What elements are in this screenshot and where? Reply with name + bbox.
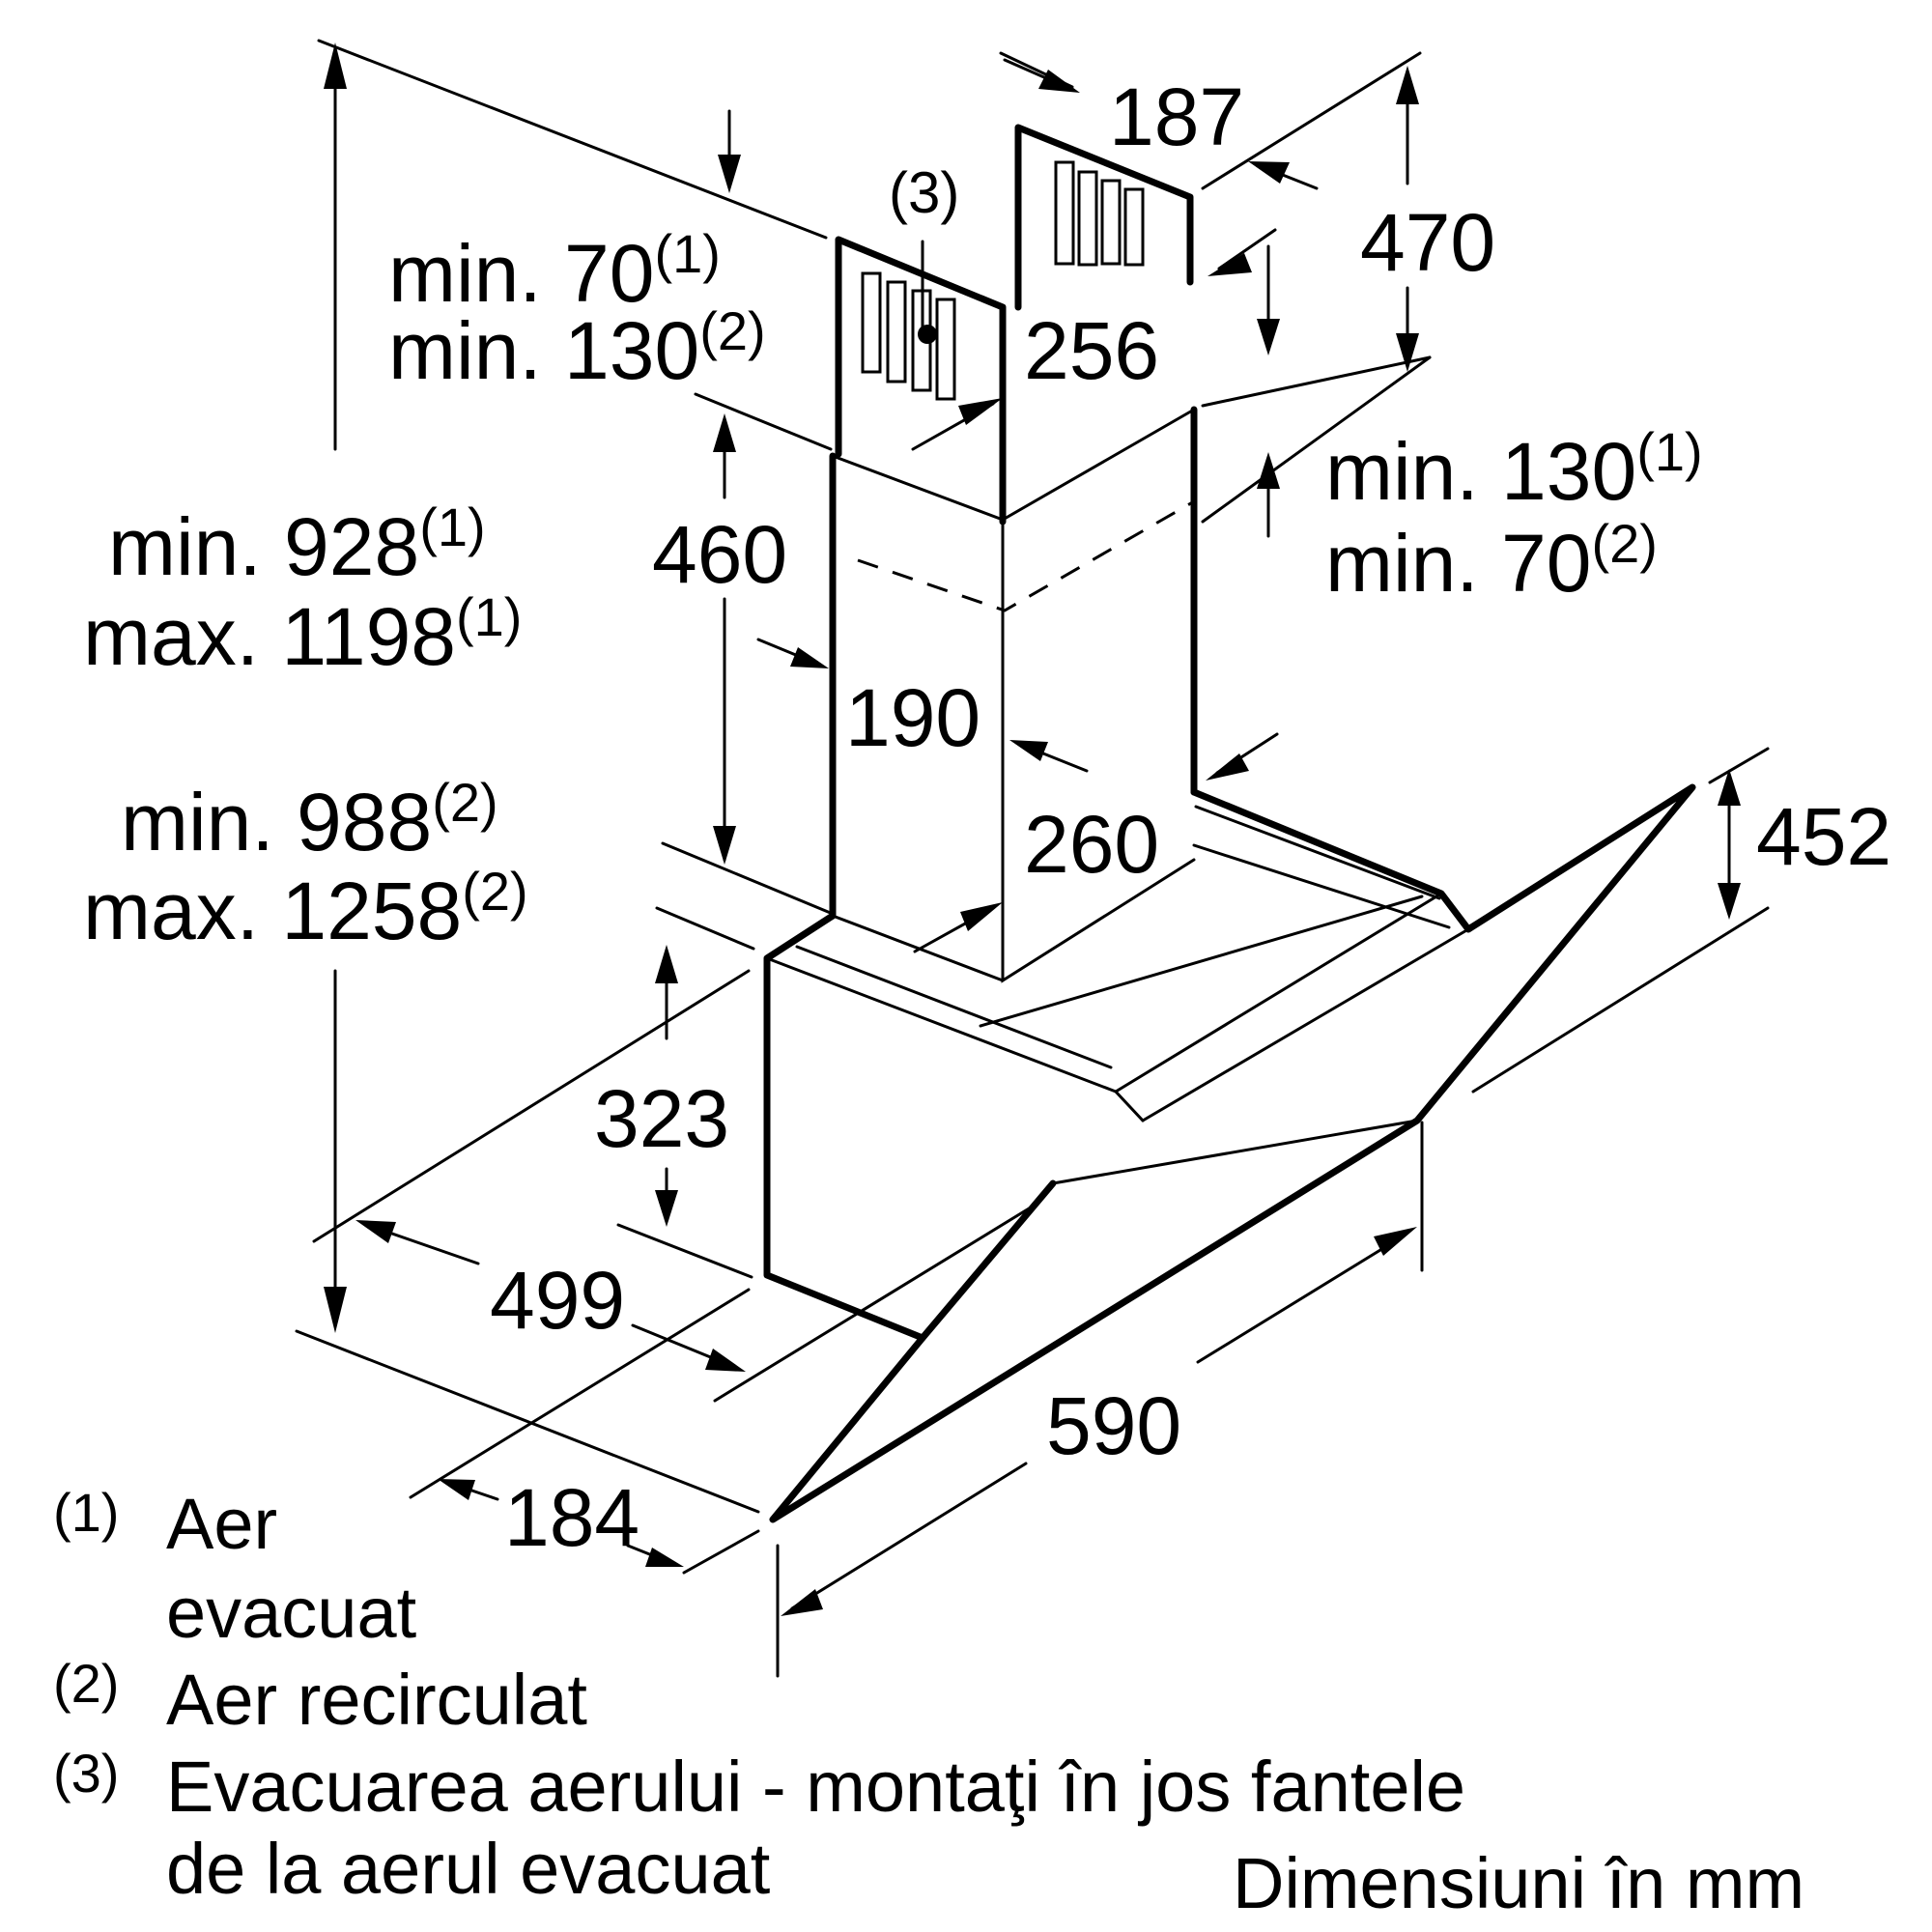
legend-text-3b: de la aerul evacuat — [166, 1829, 771, 1909]
dim-chimney-top-width: 187 — [1109, 71, 1244, 162]
hood-outline — [763, 124, 1696, 1523]
vent-marker-label: (3) — [889, 160, 959, 225]
hood-detail-lines — [765, 305, 1470, 1185]
vent-slots — [861, 160, 1145, 401]
canopy-outline — [769, 783, 1696, 1523]
dim-body-height: 323 — [594, 1073, 729, 1164]
dimension-lines — [324, 43, 1741, 1616]
recirc-min-height: min. 988(2) — [121, 772, 498, 867]
dim-glass-depth: 184 — [504, 1472, 639, 1563]
exhaust-max-height: max. 1198(1) — [83, 586, 522, 682]
upper-chimney-right-face — [1014, 124, 1194, 311]
hidden-overlap-line — [857, 498, 1197, 612]
dim-chimney-top-height: 470 — [1360, 197, 1495, 288]
legend-num-1: (1) — [53, 1482, 119, 1543]
legend-num-3: (3) — [53, 1743, 119, 1804]
top-clearance-exhaust: min. 70(1) — [388, 223, 721, 319]
right-clearance-exhaust: min. 130(1) — [1325, 421, 1703, 517]
dim-chimney-upper-depth: 256 — [1024, 305, 1159, 396]
legend-text-3a: Evacuarea aerului - montaţi în jos fante… — [166, 1747, 1465, 1827]
dim-body-depth: 499 — [490, 1255, 625, 1346]
legend: (1) Aer evacuat (2) Aer recirculat (3) E… — [53, 1482, 1804, 1923]
legend-text-1b: evacuat — [166, 1573, 417, 1653]
dim-canopy-height: 452 — [1756, 791, 1891, 882]
vent-marker-dot — [918, 325, 937, 344]
dim-inner-chimney-height: 460 — [652, 509, 787, 600]
dim-chimney-lower-width: 190 — [845, 672, 980, 763]
dim-hood-width: 590 — [1046, 1380, 1181, 1471]
right-clearance-recirc: min. 70(2) — [1325, 513, 1658, 609]
dimension-values: 187 470 256 460 190 260 452 323 499 184 … — [490, 71, 1891, 1563]
legend-text-2: Aer recirculat — [166, 1660, 587, 1740]
body-outline — [763, 912, 926, 1342]
clearance-labels: min. 70(1) min. 130(2) min. 130(1) min. … — [83, 223, 1703, 956]
legend-num-2: (2) — [53, 1653, 119, 1714]
top-clearance-recirc: min. 130(2) — [388, 300, 766, 396]
units-note: Dimensiuni în mm — [1233, 1843, 1804, 1923]
dim-chimney-lower-depth: 260 — [1024, 799, 1159, 890]
legend-text-1a: Aer — [166, 1484, 277, 1564]
exhaust-min-height: min. 928(1) — [108, 497, 486, 592]
recirc-max-height: max. 1258(2) — [83, 861, 528, 956]
extension-lines — [295, 39, 1770, 1678]
